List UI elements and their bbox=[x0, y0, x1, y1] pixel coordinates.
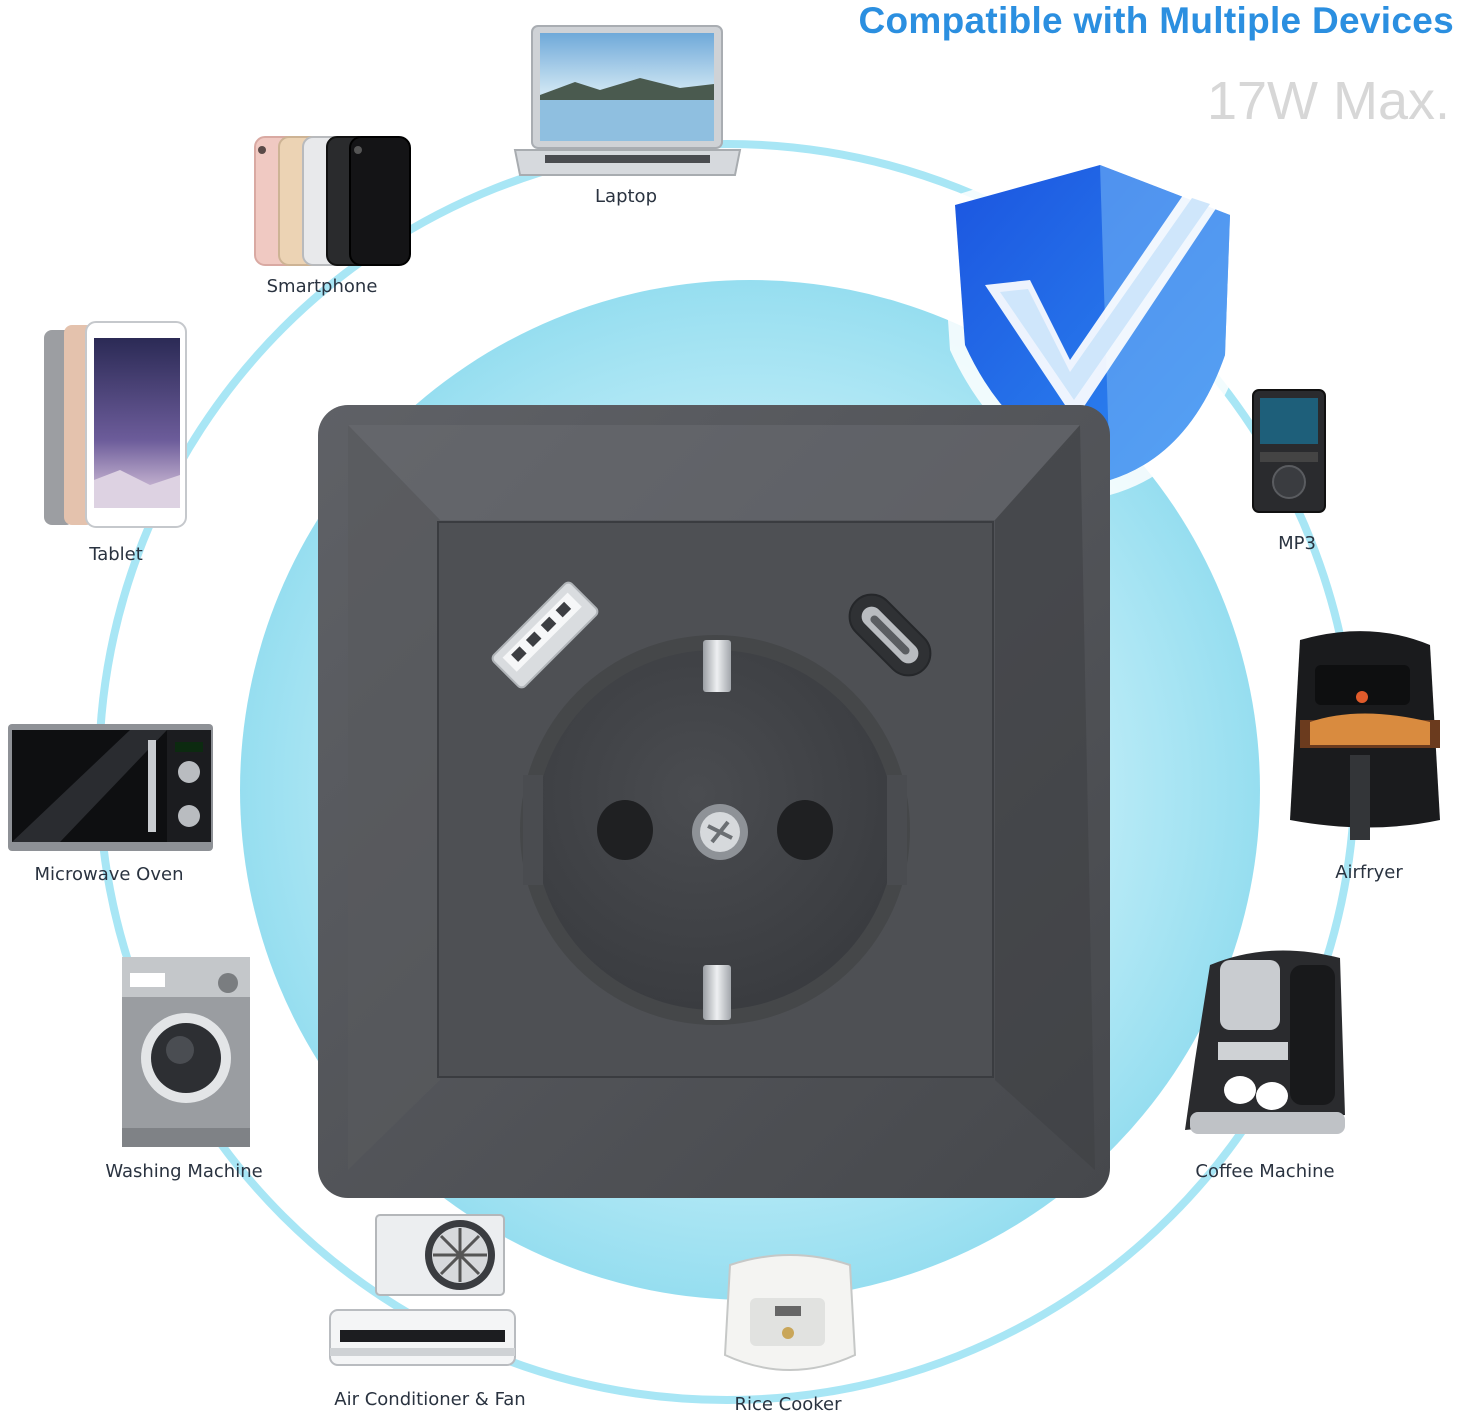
label-tablet: Tablet bbox=[89, 544, 143, 565]
air-conditioner-image bbox=[329, 1214, 516, 1366]
airfryer-image bbox=[1290, 631, 1440, 840]
washing-machine-image bbox=[122, 957, 250, 1147]
label-coffee-machine: Coffee Machine bbox=[1195, 1161, 1335, 1182]
tablet-image bbox=[44, 321, 187, 528]
mp3-player-image bbox=[1252, 389, 1326, 513]
smartphone-image bbox=[254, 136, 411, 266]
label-microwave: Microwave Oven bbox=[34, 864, 184, 885]
laptop-image bbox=[513, 25, 742, 176]
coffee-machine-image bbox=[1185, 950, 1345, 1134]
label-smartphone: Smartphone bbox=[266, 276, 378, 297]
label-washing-machine: Washing Machine bbox=[105, 1161, 263, 1182]
page-title: Compatible with Multiple Devices bbox=[858, 0, 1454, 41]
usb-c-port-icon bbox=[848, 593, 932, 677]
max-power-label: 17W Max. bbox=[1206, 71, 1450, 131]
usb-a-port-icon bbox=[491, 581, 599, 689]
label-laptop: Laptop bbox=[595, 186, 657, 207]
label-air-conditioner: Air Conditioner & Fan bbox=[334, 1389, 526, 1410]
rice-cooker-image bbox=[723, 1254, 857, 1371]
label-mp3: MP3 bbox=[1278, 533, 1316, 554]
label-rice-cooker: Rice Cooker bbox=[734, 1394, 842, 1415]
schuko-outlet-icon bbox=[520, 635, 910, 1025]
label-airfryer: Airfryer bbox=[1335, 862, 1403, 883]
microwave-image bbox=[8, 724, 213, 851]
